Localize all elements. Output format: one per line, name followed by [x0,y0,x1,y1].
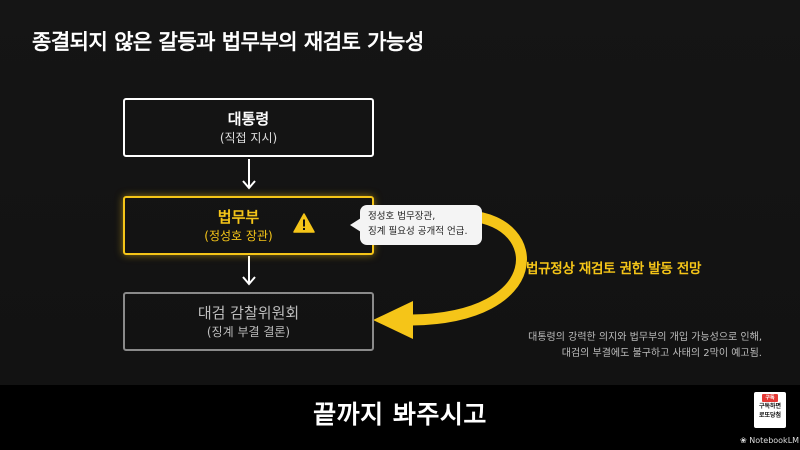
president-label: 대통령 [227,109,270,128]
warning-triangle-icon [293,213,315,233]
slide-title: 종결되지 않은 갈등과 법무부의 재검토 가능성 [32,30,424,54]
review-arrow [373,210,527,339]
arrow-ministry-to-committee [242,256,256,286]
connectors [242,159,527,339]
subscribe-line-1: 구독하면 [758,403,782,410]
callout-line-2: 징계 필요성 공개적 언급. [368,226,468,237]
review-arrow-label: 법규정상 재검토 권한 발동 전망 [526,261,702,277]
committee-box: 대검 감찰위원회 (징계 부결 결론) [123,292,374,351]
brand-watermark: ❀ NotebookLM [740,436,799,445]
committee-label: 대검 감찰위원회 [197,303,300,322]
tooltip-tail [350,218,361,232]
ministry-sublabel: (정성호 장관) [204,228,273,243]
footnote: 대통령의 강력한 의지와 법무부의 개입 가능성으로 인해, 대검의 부결에도 … [442,330,762,362]
subscribe-tag: 구독 [762,394,778,402]
arrow-president-to-ministry [242,159,256,190]
callout-line-1: 정성호 법무장관, [368,211,436,222]
ministry-box: 법무부 (정성호 장관) [123,196,374,255]
subtitle-caption: 끝까지 봐주시고 [313,400,487,429]
brand-name: NotebookLM [749,436,800,445]
minister-callout: 정성호 법무장관, 징계 필요성 공개적 언급. [360,205,482,245]
brand-logo-icon: ❀ [740,436,747,445]
ministry-label: 법무부 [217,207,260,226]
caption-bar [0,385,800,450]
committee-sublabel: (징계 부결 결론) [206,324,291,339]
president-sublabel: (직접 지시) [219,130,278,145]
president-box: 대통령 (직접 지시) [123,98,374,157]
subscribe-badge: 구독 구독하면 로또당첨 [754,392,786,428]
footnote-line-2: 대검의 부결에도 불구하고 사태의 2막이 예고됨. [561,348,762,359]
subscribe-line-2: 로또당첨 [758,412,782,419]
footnote-line-1: 대통령의 강력한 의지와 법무부의 개입 가능성으로 인해, [528,332,762,343]
